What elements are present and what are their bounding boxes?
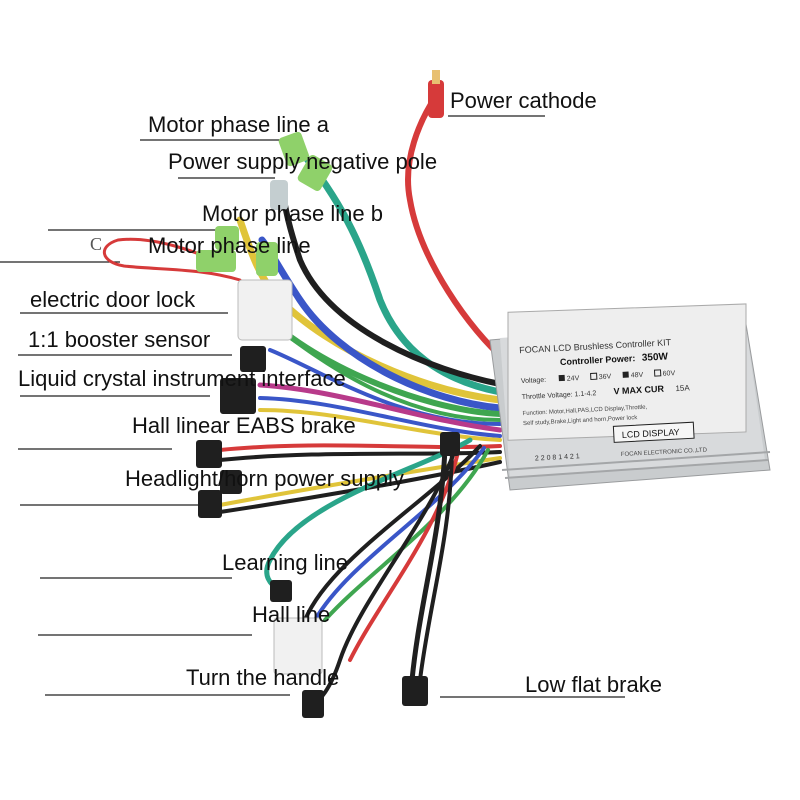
phase-a-connector (278, 131, 310, 167)
wire-motor-phase-a (296, 146, 504, 396)
label-motor-phase-a: Motor phase line a (148, 112, 329, 137)
label-motor-phase-b: Motor phase line b (202, 201, 383, 226)
max-cur-value: 15A (675, 383, 690, 393)
voltage-box-24 (558, 374, 565, 382)
wire-power-cathode (405, 93, 508, 363)
label-lcd-interface: Liquid crystal instrument interface (18, 366, 346, 391)
wire-power-negative (279, 183, 503, 387)
pointer-lines (0, 115, 625, 698)
label-hall-line: Hall line (252, 602, 331, 627)
phase-b-connector (270, 180, 288, 210)
lcd-connector (220, 378, 256, 414)
voltage-box-36 (590, 372, 598, 381)
booster-connector (240, 346, 266, 372)
wire-booster-green (278, 328, 502, 422)
lcd-display-label: LCD DISPLAY (622, 427, 680, 440)
controller-side-plug (440, 432, 460, 456)
wire-hall-green (323, 448, 490, 622)
label-turn-handle: Turn the handle (186, 665, 340, 690)
wire-hall-blue (313, 446, 486, 622)
voltage-60: 60V (663, 370, 676, 378)
wire-lcd-1 (257, 382, 503, 433)
headlight-connector (198, 490, 222, 518)
label-low-flat-brake: Low flat brake (525, 672, 662, 697)
voltage-box-60 (653, 369, 662, 377)
door-lock-connector (237, 279, 293, 341)
wire-hall-black (303, 444, 482, 622)
stray-letter: C (90, 234, 102, 254)
throttle-text: Throttle Voltage: 1.1-4.2 (522, 390, 597, 401)
serial-number: 2 2 0 8 1 4 2 1 (535, 453, 580, 462)
voltage-36: 36V (599, 373, 612, 381)
label-booster-sensor: 1:1 booster sensor (28, 327, 211, 352)
voltage-24: 24V (567, 375, 580, 383)
power-cathode-connector (428, 80, 444, 118)
eabs-connector (196, 440, 222, 468)
wire-motor-phase-b (236, 216, 504, 404)
wire-headlight-yellow (218, 456, 502, 507)
negative-connector (297, 154, 333, 192)
wire-low-brake-2 (418, 450, 454, 682)
wire-door-lock-loop (103, 237, 242, 282)
wire-eabs-black (218, 450, 502, 462)
voltage-48: 48V (631, 372, 644, 380)
wire-handle-black (310, 448, 457, 708)
motor-phase-connector-1 (196, 250, 236, 272)
lcd-display-box (612, 421, 695, 443)
label-headlight-horn: Headlight/horn power supply (125, 466, 404, 491)
label-hall-linear-eabs: Hall linear EABS brake (132, 413, 356, 438)
wire-bundle (103, 93, 508, 708)
label-power-negative: Power supply negative pole (168, 149, 438, 174)
low-brake-connector (402, 676, 428, 706)
wire-lcd-2 (258, 396, 502, 438)
wire-low-brake-1 (409, 447, 448, 683)
motor-phase-connector-2 (256, 242, 278, 276)
voltage-label: Voltage: (521, 377, 547, 385)
voltage-box-48 (622, 371, 629, 378)
wire-learning (264, 437, 473, 593)
controller-box: FOCAN LCD Brushless Controller KIT Contr… (489, 303, 771, 491)
learning-connector (270, 580, 292, 602)
handle-connector (302, 690, 324, 718)
headlight-connector-2 (220, 470, 242, 494)
connectors (196, 70, 460, 718)
maker-name: FOCAN ELECTRONIC CO.,LTD (621, 447, 708, 458)
wire-eabs-red (218, 443, 502, 452)
max-cur-label: V MAX CUR (613, 384, 664, 397)
label-power-cathode: Power cathode (450, 88, 597, 113)
motor-phase-connector-3 (215, 226, 239, 250)
label-learning-line: Learning line (222, 550, 348, 575)
hall-line-connector (273, 617, 323, 675)
label-electric-door-lock: electric door lock (30, 287, 196, 312)
controller-power-label: Controller Power: (560, 353, 636, 367)
power-cathode-tip (432, 70, 440, 84)
controller-power-value: 350W (642, 351, 669, 363)
label-motor-phase: Motor phase line (148, 233, 311, 258)
